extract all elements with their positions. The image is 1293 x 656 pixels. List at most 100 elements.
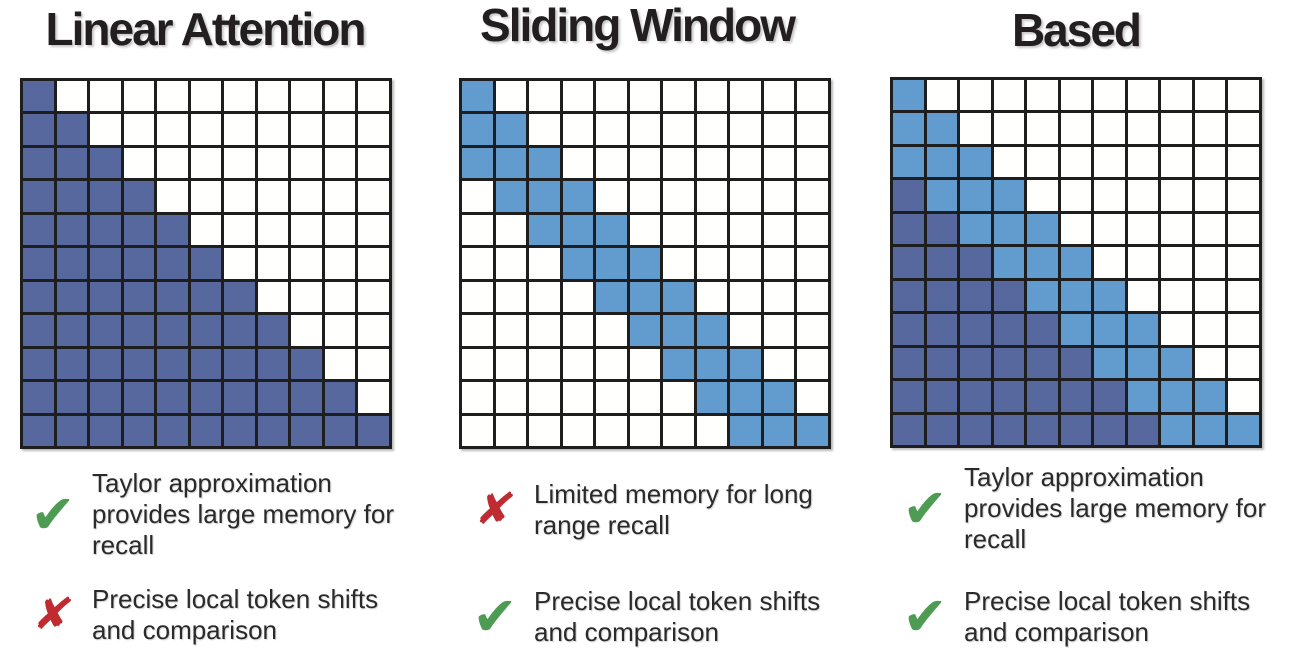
matrix-cell	[123, 315, 155, 346]
matrix-cell	[358, 81, 389, 112]
matrix-cell	[529, 415, 560, 446]
matrix-cell	[495, 415, 527, 446]
matrix-cell	[157, 214, 188, 246]
matrix-cell	[1094, 247, 1125, 278]
matrix-cell	[90, 348, 121, 380]
matrix-cell	[696, 315, 728, 346]
matrix-cell	[763, 81, 795, 112]
matrix-cell	[56, 415, 88, 446]
matrix-cell	[763, 315, 795, 346]
matrix-cell	[596, 214, 627, 246]
matrix-cell	[1027, 381, 1058, 412]
matrix-cell	[190, 281, 222, 313]
matrix-cell	[90, 181, 121, 212]
matrix-cell	[257, 281, 289, 313]
matrix-cell	[23, 147, 54, 179]
matrix-cell	[358, 147, 389, 179]
matrix-cell	[893, 213, 924, 245]
matrix-cell	[23, 348, 54, 380]
matrix-cell	[663, 114, 694, 145]
matrix-cell	[1127, 414, 1159, 445]
matrix-cell	[1161, 347, 1192, 379]
matrix-cell	[157, 315, 188, 346]
matrix-cell	[56, 214, 88, 246]
panel-title-based: Based	[1011, 4, 1142, 56]
matrix-cell	[562, 382, 594, 413]
matrix-cell	[23, 281, 54, 313]
matrix-cell	[257, 214, 289, 246]
matrix-cell	[1228, 213, 1259, 245]
matrix-cell	[1094, 146, 1125, 178]
matrix-cell	[1094, 414, 1125, 445]
matrix-cell	[462, 81, 493, 112]
matrix-cell	[462, 181, 493, 212]
matrix-cell	[730, 315, 761, 346]
matrix-cell	[696, 181, 728, 212]
matrix-cell	[1228, 146, 1259, 178]
matrix-cell	[495, 214, 527, 246]
matrix-cell	[663, 415, 694, 446]
matrix-cell	[190, 81, 222, 112]
matrix-cell	[663, 248, 694, 279]
matrix-cell	[797, 281, 828, 313]
matrix-cell	[629, 248, 661, 279]
matrix-cell	[730, 147, 761, 179]
bullet-based-local-token-shifts: ✔ Precise local token shifts and compari…	[894, 586, 1286, 648]
matrix-cell	[1161, 80, 1192, 111]
matrix-cell	[993, 146, 1025, 178]
matrix-cell	[696, 248, 728, 279]
matrix-cell	[90, 214, 121, 246]
matrix-cell	[1161, 213, 1192, 245]
matrix-cell	[324, 147, 356, 179]
matrix-cell	[157, 248, 188, 279]
matrix-cell	[324, 81, 356, 112]
matrix-cell	[90, 248, 121, 279]
matrix-cell	[696, 114, 728, 145]
matrix-cell	[529, 315, 560, 346]
matrix-cell	[291, 248, 322, 279]
matrix-cell	[893, 146, 924, 178]
matrix-cell	[960, 314, 991, 345]
matrix-cell	[358, 248, 389, 279]
matrix-cell	[190, 147, 222, 179]
matrix-cell	[763, 214, 795, 246]
matrix-cell	[291, 147, 322, 179]
matrix-cell	[1127, 280, 1159, 312]
bullet-based-taylor-approximation: ✔ Taylor approximation provides large me…	[894, 462, 1286, 555]
matrix-cell	[56, 382, 88, 413]
matrix-cell	[629, 315, 661, 346]
panel-title-sliding-window: Sliding Window	[480, 0, 796, 51]
matrix-cell	[462, 382, 493, 413]
matrix-cell	[596, 81, 627, 112]
matrix-cell	[993, 247, 1025, 278]
matrix-cell	[123, 415, 155, 446]
cross-icon: ✘	[471, 485, 519, 534]
matrix-cell	[157, 181, 188, 212]
matrix-cell	[1027, 213, 1058, 245]
matrix-cell	[190, 315, 222, 346]
matrix-cell	[190, 415, 222, 446]
matrix-cell	[90, 281, 121, 313]
matrix-cell	[1127, 213, 1159, 245]
matrix-cell	[797, 315, 828, 346]
bullet-text: Precise local token shifts and compariso…	[534, 586, 821, 647]
matrix-cell	[358, 382, 389, 413]
matrix-cell	[1060, 80, 1092, 111]
matrix-cell	[797, 382, 828, 413]
matrix-cell	[960, 280, 991, 312]
matrix-cell	[324, 114, 356, 145]
matrix-cell	[797, 181, 828, 212]
matrix-cell	[993, 213, 1025, 245]
matrix-cell	[596, 248, 627, 279]
matrix-cell	[495, 147, 527, 179]
matrix-cell	[1228, 314, 1259, 345]
matrix-cell	[157, 382, 188, 413]
matrix-cell	[224, 382, 255, 413]
bullet-sliding-limited-memory: ✘ Limited memory for long range recall	[464, 479, 852, 541]
matrix-cell	[926, 213, 958, 245]
matrix-cell	[1094, 113, 1125, 144]
matrix-cell	[763, 348, 795, 380]
matrix-cell	[224, 248, 255, 279]
matrix-cell	[157, 147, 188, 179]
matrix-cell	[23, 415, 54, 446]
